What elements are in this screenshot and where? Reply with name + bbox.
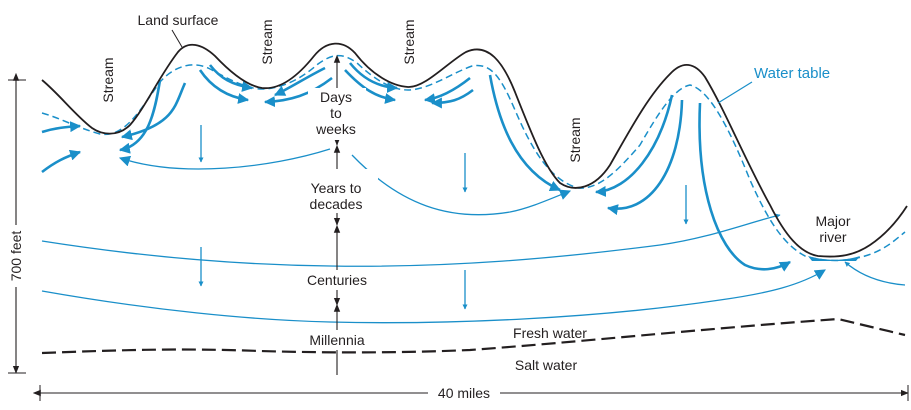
local-flow-14 <box>594 94 674 197</box>
water-table-leader <box>717 81 753 104</box>
local-flow-1 <box>41 149 82 174</box>
local-flow-7 <box>274 66 326 97</box>
label-stream-3: Stream <box>401 19 417 64</box>
label-weeks: weeks <box>315 121 356 137</box>
label-width: 40 miles <box>438 385 490 401</box>
label-decades: decades <box>310 196 363 212</box>
label-to: to <box>330 105 342 121</box>
land-surface-line <box>41 42 908 258</box>
label-fresh-water: Fresh water <box>513 325 587 341</box>
label-river: river <box>819 229 847 245</box>
label-salt-water: Salt water <box>515 357 578 373</box>
label-stream-4: Stream <box>567 117 583 162</box>
local-flow-4 <box>120 82 187 141</box>
regional-flow-path-centuries <box>41 213 781 267</box>
fresh-salt-interface <box>41 317 906 355</box>
local-flow-16 <box>698 102 791 272</box>
flow-path-from-right-edge <box>844 261 906 286</box>
land-surface-leader <box>171 29 183 48</box>
local-flow-8 <box>263 76 333 108</box>
local-flow-5 <box>198 69 250 104</box>
label-stream-2: Stream <box>259 19 275 64</box>
label-height: 700 feet <box>8 231 24 282</box>
local-flow-11 <box>423 76 471 105</box>
local-flow-13 <box>488 74 562 192</box>
water-table <box>41 54 906 262</box>
label-stream-1: Stream <box>100 57 116 102</box>
label-land-surface: Land surface <box>138 12 219 28</box>
local-flow-6 <box>208 64 254 92</box>
intermediate-flow-path-right <box>351 154 572 216</box>
label-centuries: Centuries <box>307 272 367 288</box>
local-flow-9 <box>344 69 397 104</box>
local-flow-15 <box>606 99 684 216</box>
label-millennia: Millennia <box>309 332 364 348</box>
label-days: Days <box>320 89 352 105</box>
river-channel <box>808 256 860 261</box>
local-flow-2 <box>41 121 82 134</box>
label-years-to: Years to <box>311 180 362 196</box>
label-water-table: Water table <box>754 65 830 82</box>
regional-flow-path-millennia <box>41 269 826 324</box>
local-flow-3 <box>118 79 162 154</box>
intermediate-flow-path-left <box>118 148 331 170</box>
label-major: Major <box>815 213 850 229</box>
local-flow-12 <box>430 88 474 109</box>
local-flow-10 <box>348 62 399 93</box>
